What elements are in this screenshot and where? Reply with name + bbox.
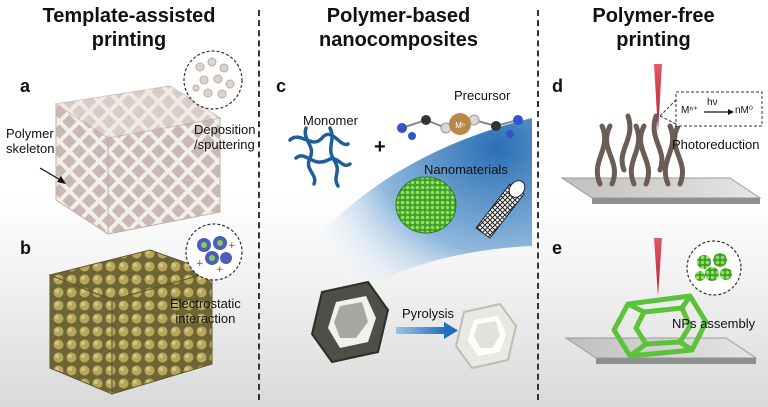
column-divider-left: [258, 10, 260, 400]
label-photoreduction: Photoreduction: [672, 137, 760, 152]
label-deposition-sputtering: Deposition/sputtering: [194, 122, 256, 152]
reaction-box: [675, 91, 763, 127]
panel-letter-a: a: [20, 76, 31, 96]
substrate-plate-d: [560, 177, 762, 199]
label-pyrolysis: Pyrolysis: [402, 306, 455, 321]
green-nanoparticle: [395, 176, 457, 234]
label-monomer: Monomer: [303, 113, 358, 128]
carbon-nanotube: [475, 180, 526, 239]
electrostatic-magnifier: + + +: [185, 223, 243, 281]
svg-text:+: +: [228, 241, 236, 251]
deposition-magnifier: [183, 50, 243, 110]
panel-letter-b: b: [20, 238, 31, 258]
dark-truncated-octahedron: [310, 280, 390, 364]
panel-letter-e: e: [552, 238, 563, 258]
nanoparticle-magnifier: [686, 240, 742, 296]
substrate-edge-d: [592, 198, 760, 204]
green-truncated-octahedron: [611, 293, 709, 359]
svg-text:+: +: [196, 259, 204, 269]
pyrolysis-arrow: [396, 322, 458, 339]
polymer-skeleton-arrow: [39, 167, 66, 184]
svg-text:+: +: [216, 265, 224, 275]
plus-sign: +: [374, 136, 386, 158]
panel-letter-d: d: [552, 76, 563, 96]
white-truncated-octahedron: [454, 302, 518, 370]
white-lattice-cube: [54, 85, 222, 235]
label-nanomaterials: Nanomaterials: [424, 162, 508, 177]
substrate-edge-e: [596, 358, 756, 364]
gold-lattice-cube: [48, 249, 214, 395]
label-precursor: Precursor: [454, 88, 511, 103]
precursor-molecule: [397, 113, 523, 140]
reaction-energy: hν: [707, 97, 718, 108]
metal-ion-label: Mⁿ: [455, 121, 465, 130]
laser-beam-e: [654, 238, 662, 296]
column-divider-right: [537, 10, 539, 400]
laser-beam-d: [654, 64, 662, 132]
reaction-product: nM⁰: [735, 105, 753, 116]
reaction-reactant: Mⁿ⁺: [681, 105, 699, 116]
panel-letter-c: c: [276, 76, 287, 96]
reaction-arrow: [704, 109, 734, 115]
label-nps-assembly: NPs assembly: [672, 316, 756, 331]
helix-structures: [594, 113, 685, 187]
monomer-network-icon: [288, 126, 352, 188]
